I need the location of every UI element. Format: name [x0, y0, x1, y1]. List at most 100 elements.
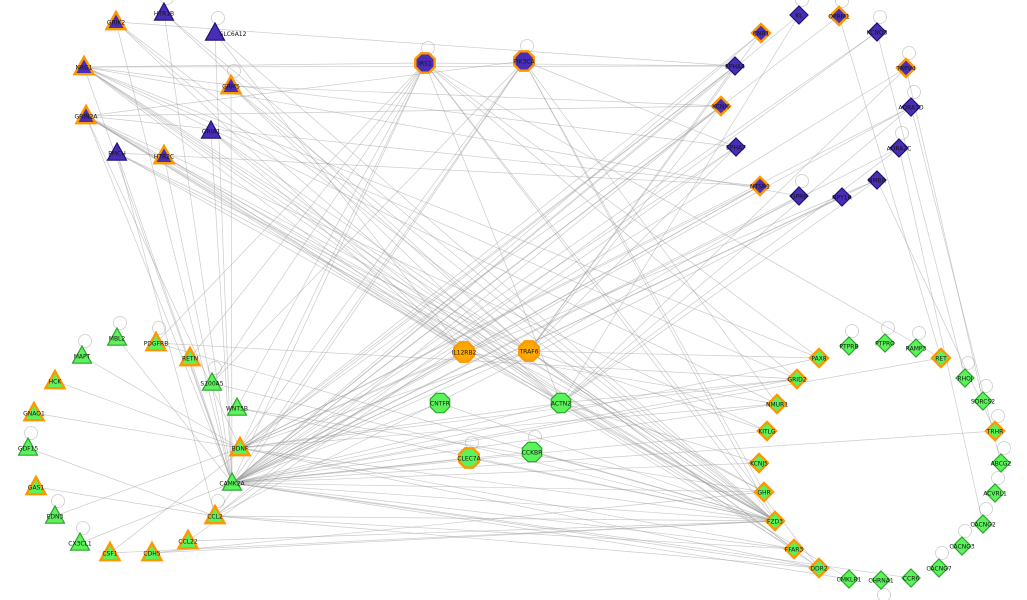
- node-CCL2[interactable]: CCL2: [203, 494, 227, 525]
- diamond-node-shape[interactable]: [753, 481, 775, 503]
- node-KCNQ3[interactable]: KCNQ3: [867, 10, 888, 42]
- node-GAS1[interactable]: GAS1: [24, 474, 48, 496]
- triangle-node-shape[interactable]: [17, 436, 39, 456]
- diamond-node-shape[interactable]: [929, 558, 949, 578]
- node-KITLG[interactable]: KITLG: [756, 420, 778, 442]
- triangle-node-shape[interactable]: [106, 326, 128, 346]
- octagon-node-shape[interactable]: [513, 50, 535, 72]
- node-OPRM1[interactable]: OPRM1: [828, 0, 850, 27]
- node-FZD3[interactable]: FZD3: [764, 510, 786, 532]
- node-PTPRB[interactable]: PTPRB: [839, 324, 859, 356]
- node-NPY1R[interactable]: NPY1R: [832, 187, 852, 207]
- triangle-node-shape[interactable]: [140, 540, 164, 562]
- diamond-node-shape[interactable]: [766, 393, 788, 415]
- diamond-node-shape[interactable]: [984, 420, 1006, 442]
- node-ABCG2[interactable]: ABCG2: [991, 441, 1012, 473]
- diamond-node-shape[interactable]: [973, 391, 993, 411]
- triangle-node-shape[interactable]: [69, 531, 91, 551]
- node-ACVRL1[interactable]: ACVRL1: [983, 471, 1007, 503]
- diamond-node-shape[interactable]: [749, 175, 771, 197]
- node-EPHA4[interactable]: EPHA4: [725, 56, 745, 76]
- diamond-node-shape[interactable]: [955, 368, 975, 388]
- node-SLC6A12[interactable]: SLC6A12: [204, 11, 247, 41]
- diamond-node-shape[interactable]: [867, 22, 887, 42]
- triangle-node-shape[interactable]: [176, 528, 200, 550]
- node-DDR2[interactable]: DDR2: [808, 557, 830, 579]
- node-RAMP3[interactable]: RAMP3: [906, 326, 927, 358]
- node-GRIK2[interactable]: GRIK2: [104, 9, 128, 31]
- diamond-node-shape[interactable]: [789, 5, 809, 25]
- diamond-node-shape[interactable]: [930, 347, 952, 369]
- node-PMCH[interactable]: PMCH: [106, 141, 128, 161]
- node-PAX8[interactable]: PAX8: [808, 347, 830, 369]
- node-NTSR1[interactable]: NTSR1: [749, 175, 771, 197]
- node-CNTFR[interactable]: CNTFR: [429, 392, 451, 414]
- node-CMKLR1[interactable]: CMKLR1: [837, 569, 862, 589]
- triangle-node-shape[interactable]: [24, 474, 48, 496]
- triangle-node-shape[interactable]: [221, 471, 243, 491]
- octagon-node-shape[interactable]: [458, 447, 480, 469]
- diamond-node-shape[interactable]: [764, 510, 786, 532]
- octagon-node-shape[interactable]: [414, 52, 436, 74]
- triangle-node-shape[interactable]: [200, 119, 222, 139]
- diamond-node-shape[interactable]: [828, 5, 850, 27]
- node-GRID2[interactable]: GRID2: [786, 368, 808, 390]
- node-NRG1[interactable]: NRG1: [72, 54, 96, 76]
- diamond-node-shape[interactable]: [889, 138, 909, 158]
- diamond-node-shape[interactable]: [839, 569, 859, 589]
- node-SORCS2[interactable]: SORCS2: [971, 379, 995, 411]
- node-KCNJ5[interactable]: KCNJ5: [748, 452, 770, 474]
- node-MBL2[interactable]: MBL2: [106, 316, 128, 346]
- node-NMUR1[interactable]: NMUR1: [766, 393, 788, 415]
- diamond-node-shape[interactable]: [901, 97, 921, 117]
- diamond-node-shape[interactable]: [991, 453, 1011, 473]
- triangle-node-shape[interactable]: [22, 400, 46, 422]
- node-PIK3CA[interactable]: PIK3CA: [513, 39, 536, 72]
- node-CACNG3[interactable]: CACNG3: [949, 524, 975, 556]
- node-IRS1[interactable]: IRS1: [414, 41, 436, 74]
- node-RHOJ[interactable]: RHOJ: [955, 356, 975, 388]
- octagon-node-shape[interactable]: [453, 341, 475, 363]
- triangle-node-shape[interactable]: [74, 103, 98, 125]
- node-CACNG7[interactable]: CACNG7: [926, 546, 952, 578]
- node-GDF15[interactable]: GDF15: [17, 426, 39, 456]
- node-S100A5[interactable]: S100A5: [200, 361, 224, 391]
- node-CX3CL1[interactable]: CX3CL1: [68, 521, 92, 551]
- triangle-node-shape[interactable]: [44, 504, 66, 524]
- node-EDN3[interactable]: EDN3: [44, 494, 66, 524]
- node-HTR1B[interactable]: HTR1B: [153, 0, 175, 21]
- node-MAPT[interactable]: MAPT: [71, 334, 93, 364]
- diamond-node-shape[interactable]: [985, 483, 1005, 503]
- node-GNAO1[interactable]: GNAO1: [22, 400, 46, 422]
- octagon-node-shape[interactable]: [521, 441, 543, 463]
- triangle-node-shape[interactable]: [43, 368, 67, 390]
- diamond-node-shape[interactable]: [808, 347, 830, 369]
- node-KCNJ6[interactable]: KCNJ6: [710, 95, 732, 117]
- octagon-node-shape[interactable]: [429, 392, 451, 414]
- diamond-node-shape[interactable]: [710, 95, 732, 117]
- triangle-node-shape[interactable]: [201, 371, 223, 391]
- triangle-node-shape[interactable]: [226, 396, 248, 416]
- diamond-node-shape[interactable]: [789, 186, 809, 206]
- node-NMBR[interactable]: NMBR: [867, 170, 887, 190]
- node-GPR6[interactable]: GPR6: [789, 174, 809, 206]
- diamond-node-shape[interactable]: [906, 338, 926, 358]
- triangle-node-shape[interactable]: [219, 73, 243, 95]
- node-CCR6[interactable]: CCR6: [901, 568, 921, 588]
- node-ACTN2[interactable]: ACTN2: [550, 392, 572, 414]
- diamond-node-shape[interactable]: [839, 336, 859, 356]
- triangle-node-shape[interactable]: [228, 435, 252, 457]
- triangle-node-shape[interactable]: [178, 345, 202, 367]
- diamond-node-shape[interactable]: [832, 187, 852, 207]
- node-CCL22[interactable]: CCL22: [176, 528, 200, 550]
- triangle-node-shape[interactable]: [144, 330, 168, 352]
- triangle-node-shape[interactable]: [98, 540, 122, 562]
- diamond-node-shape[interactable]: [875, 333, 895, 353]
- triangle-node-shape[interactable]: [203, 503, 227, 525]
- octagon-node-shape[interactable]: [550, 392, 572, 414]
- triangle-node-shape[interactable]: [106, 141, 128, 161]
- diamond-node-shape[interactable]: [783, 538, 805, 560]
- diamond-node-shape[interactable]: [952, 536, 972, 556]
- node-CNR1[interactable]: CNR1: [750, 22, 772, 44]
